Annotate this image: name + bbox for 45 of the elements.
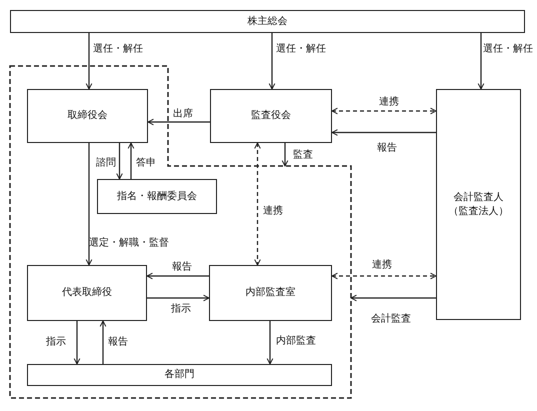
edge-label: 答申 <box>136 158 156 168</box>
edge-label: 諮問 <box>96 158 116 168</box>
arrow <box>100 320 106 364</box>
double-arrow <box>332 272 436 280</box>
double-arrow <box>254 142 261 266</box>
arrow <box>116 143 123 180</box>
org-box: 指名・報酬委員会 <box>97 179 217 214</box>
arrow <box>147 294 210 302</box>
arrow <box>128 142 134 179</box>
edge-label: 報告 <box>172 262 192 272</box>
edge-label: 出席 <box>173 108 193 120</box>
arrow <box>282 143 288 166</box>
edge-label: 選任・解任 <box>483 44 533 54</box>
double-arrow <box>332 108 436 114</box>
org-box: 内部監査室 <box>209 265 332 321</box>
edge-label: 選任・解任 <box>276 44 326 54</box>
arrow <box>86 33 92 90</box>
edge-label: 報告 <box>108 336 128 348</box>
org-box: 会計監査人（監査法人） <box>436 89 521 320</box>
edge-label: 連携 <box>379 96 399 108</box>
arrow <box>148 118 210 126</box>
edge-label: 内部監査 <box>276 336 316 346</box>
edge-label: 監査 <box>293 150 313 160</box>
arrow <box>86 143 92 266</box>
edge-label: 指示 <box>171 304 191 314</box>
org-box: 取締役会 <box>27 89 148 143</box>
arrow <box>268 33 276 90</box>
arrow <box>478 33 484 90</box>
edge-label: 連携 <box>263 206 283 216</box>
edge-label: 報告 <box>377 142 397 154</box>
org-box: 各部門 <box>27 364 332 386</box>
arrow <box>266 321 274 364</box>
arrow <box>74 321 80 364</box>
edge-label: 選任・解任 <box>93 44 143 54</box>
org-box: 株主総会 <box>10 10 525 33</box>
org-box: 監査役会 <box>210 89 332 143</box>
edge-label: 選定・解職・監督 <box>89 238 169 248</box>
edge-label: 連携 <box>372 260 392 270</box>
dashed-boundary <box>9 65 352 399</box>
arrow <box>146 272 209 280</box>
edge-label: 指示 <box>46 336 66 348</box>
org-box: 代表取締役 <box>27 265 147 321</box>
arrow <box>350 294 436 302</box>
arrow <box>332 129 436 136</box>
edge-label: 会計監査 <box>371 314 411 324</box>
